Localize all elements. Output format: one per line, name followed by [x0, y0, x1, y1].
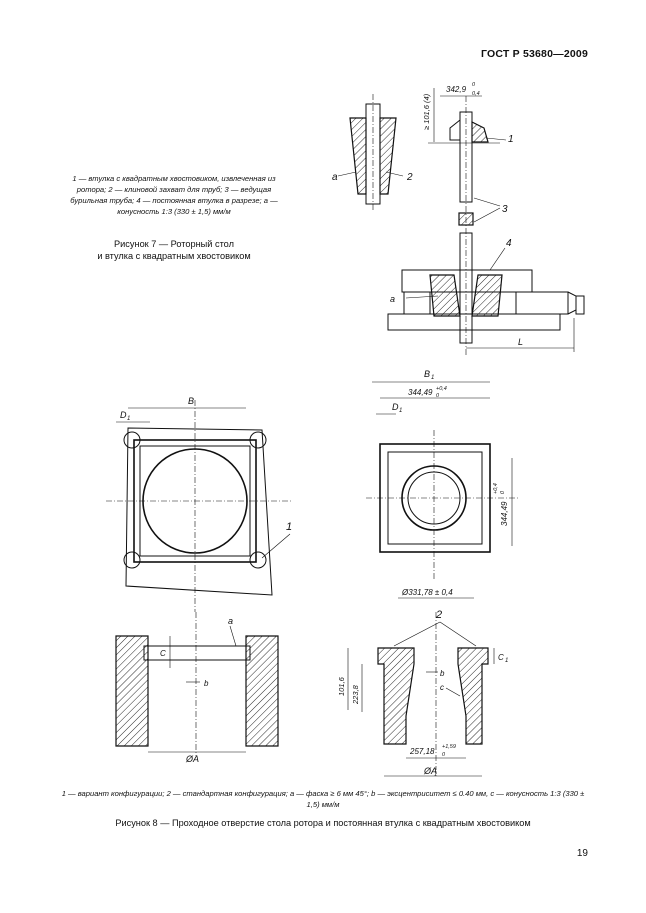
fig7-label-2: 2	[406, 172, 413, 183]
figure7-legend: 1 — втулка с квадратным хвостовиком, изв…	[70, 174, 278, 216]
fig7-label-a1: a	[332, 172, 338, 183]
figure8-caption: Рисунок 8 — Проходное отверстие стола ро…	[115, 818, 531, 828]
fig8-label-B1-sub: 1	[431, 375, 434, 381]
fig8-label-a: a	[228, 616, 233, 626]
figure8-legend: 1 — вариант конфигурации; 2 — стандартна…	[61, 789, 585, 809]
fig7-label-4: 4	[506, 238, 512, 249]
fig8-left-plan: B D 1 1	[106, 396, 292, 612]
fig8-label-C1: C	[498, 653, 504, 662]
fig8-dim-101: 101,6	[337, 676, 346, 696]
fig7-dim-342-tol-dn: 0,4	[472, 91, 480, 97]
fig8-label-D: D	[120, 410, 127, 420]
figure7-caption: Рисунок 7 — Роторный стол и втулка с ква…	[64, 238, 284, 262]
fig8-label-D1: D	[392, 402, 399, 412]
fig8-label-c: c	[440, 683, 444, 692]
fig8-dim-344-h-tol-dn: 0	[436, 393, 440, 399]
fig8-dim-257: 257,18	[409, 747, 435, 756]
fig7-label-L: L	[518, 337, 523, 347]
fig8-label-B: B	[188, 396, 194, 406]
fig8-dim-344-h: 344,49	[408, 388, 433, 397]
fig8-dim-344-v-tol-dn: 0	[500, 490, 506, 494]
fig8-label-phiA1-sub: 1	[434, 772, 437, 778]
fig8-label-B1: B	[424, 369, 430, 379]
fig8-dim-344-v-tol-up: +0,4	[493, 483, 499, 494]
fig7-label-a2: a	[390, 294, 395, 304]
fig8-dim-257-tol-dn: 0	[442, 752, 446, 758]
figure7-caption-line1: Рисунок 7 — Роторный стол	[114, 239, 234, 249]
fig8-label-b2: b	[440, 669, 445, 678]
fig7-dim-342-tol-up: 0	[472, 82, 476, 88]
page-number: 19	[576, 848, 588, 859]
fig7-dim-101: ≥ 101,6 (4)	[422, 93, 431, 130]
fig8-dim-344-v: 344,49	[500, 501, 509, 526]
fig7-slip-drawing: a 2	[332, 94, 413, 210]
fig7-label-1: 1	[508, 134, 514, 145]
fig8-label-2: 2	[435, 609, 442, 621]
fig8-dim-331: Ø331,78 ± 0,4	[401, 588, 453, 597]
fig8-right-section: Ø331,78 ± 0,4 2 C 1 101,6 223,8 b c 257,…	[337, 588, 508, 778]
figure7-caption-line2: и втулка с квадратным хвостовиком	[97, 251, 251, 261]
fig8-dim-257-tol-up: +1,59	[442, 744, 456, 750]
fig7-label-3: 3	[502, 204, 508, 215]
fig8-label-phiA1: ØA	[423, 766, 437, 776]
fig8-label-b: b	[204, 679, 209, 688]
standard-header: ГОСТ Р 53680—2009	[480, 48, 588, 60]
fig8-left-section: ØA a C b	[115, 612, 279, 764]
fig8-label-C: C	[160, 649, 166, 658]
fig8-label-D-sub: 1	[127, 416, 130, 422]
fig8-label-C1-sub: 1	[505, 658, 508, 664]
fig8-dim-344-h-tol-up: +0,4	[436, 386, 447, 392]
fig7-rotary-table-drawing: L 1 3 4 a 342,9 0 0,4 ≥ 101,6 (4)	[387, 82, 585, 355]
fig8-label-phiA: ØA	[185, 754, 199, 764]
fig8-label-D1-sub: 1	[399, 408, 402, 414]
fig8-dim-223: 223,8	[351, 684, 360, 705]
fig8-right-plan: B 1 344,49 +0,4 0 D 1 344,49 +0,4 0	[366, 369, 520, 580]
fig8-label-1: 1	[286, 521, 292, 533]
fig7-dim-342: 342,9	[446, 85, 467, 94]
